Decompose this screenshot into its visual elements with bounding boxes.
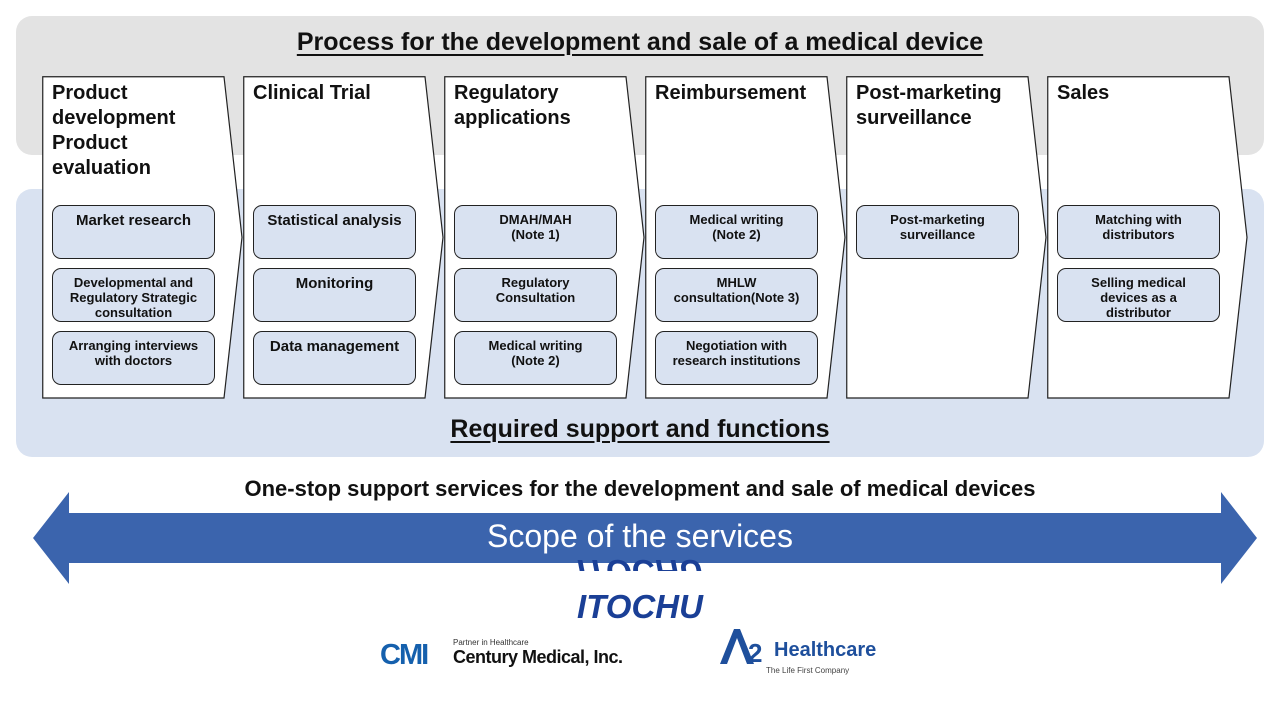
support-title: Required support and functions (450, 415, 830, 443)
support-task-box: Selling medical devices as a distributor (1057, 268, 1220, 322)
support-task-box: Negotiation with research institutions (655, 331, 818, 385)
svg-text:2: 2 (748, 638, 762, 666)
cmi-logo: CMI Partner in Healthcare Century Medica… (380, 636, 623, 671)
support-task-box: Arranging interviews with doctors (52, 331, 215, 385)
itochu-logo-text: ITOCHU (577, 588, 703, 625)
cmi-logo-name: Century Medical, Inc. (453, 647, 623, 667)
support-task-box: Monitoring (253, 268, 416, 322)
a2-logo-tagline: The Life First Company (766, 666, 850, 675)
a2-healthcare-logo: 2 Healthcare The Life First Company (718, 626, 888, 678)
cmi-logo-mark: CMI (380, 639, 429, 671)
step-title: Product development Product evaluation (52, 82, 176, 179)
scope-arrow (33, 492, 1257, 584)
a2-logo-mark: 2 (720, 629, 762, 666)
step-title: Post-marketing surveillance (856, 82, 1002, 129)
support-task-box: Data management (253, 331, 416, 385)
step-title: Regulatory applications (454, 82, 571, 129)
support-task-box: Post-marketing surveillance (856, 205, 1019, 259)
support-task-box: Medical writing (Note 2) (655, 205, 818, 259)
support-task-box: Statistical analysis (253, 205, 416, 259)
support-task-box: MHLW consultation(Note 3) (655, 268, 818, 322)
step-title: Sales (1057, 82, 1110, 104)
step-title: Clinical Trial (253, 82, 371, 104)
scope-text: Scope of the services (487, 518, 793, 554)
a2-logo-name: Healthcare (774, 639, 877, 661)
step-title: Reimbursement (655, 82, 807, 104)
cmi-logo-tagline: Partner in Healthcare (453, 638, 529, 647)
process-title: Process for the development and sale of … (296, 28, 984, 56)
support-task-box: Developmental and Regulatory Strategic c… (52, 268, 215, 322)
support-task-box: DMAH/MAH (Note 1) (454, 205, 617, 259)
support-task-box: Medical writing (Note 2) (454, 331, 617, 385)
itochu-logo-reflection: ITOCHU (577, 553, 703, 590)
support-task-box: Regulatory Consultation (454, 268, 617, 322)
itochu-logo: ITOCHU ITOCHU (570, 566, 710, 628)
one-stop-text: One-stop support services for the develo… (244, 476, 1036, 501)
support-task-box: Market research (52, 205, 215, 259)
support-task-box: Matching with distributors (1057, 205, 1220, 259)
